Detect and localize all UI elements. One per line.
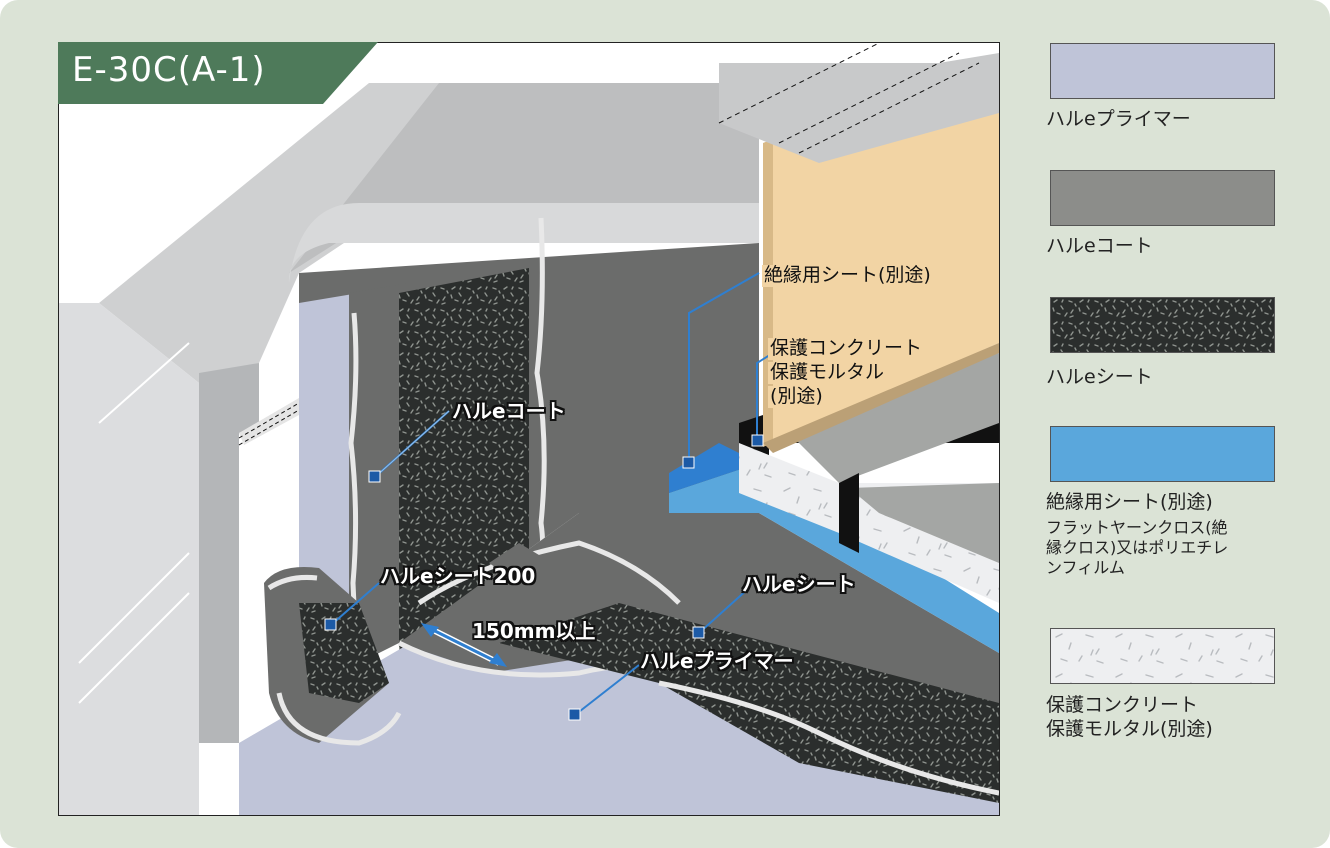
concrete-swatch	[1050, 628, 1275, 684]
marker-protect	[751, 434, 764, 447]
legend-label-concrete-2: 保護モルタル(別途)	[1046, 718, 1213, 740]
waterproofing-diagram	[58, 42, 1000, 816]
title-tab	[58, 42, 378, 104]
legend-note-line: フラットヤーンクロス(絶	[1046, 518, 1228, 537]
legend-note-line: 縁クロス)又はポリエチレ	[1046, 538, 1229, 557]
marker-sheet	[692, 626, 705, 639]
marker-insulation	[682, 456, 695, 469]
callout-sheet200: ハルeシート200	[380, 564, 536, 588]
primer-swatch	[1050, 43, 1275, 99]
callout-coat: ハルeコート	[452, 399, 566, 423]
insulation-swatch	[1050, 426, 1275, 482]
callout-protect-line3: (別途)	[768, 385, 825, 408]
legend-note-line: ンフィルム	[1046, 558, 1125, 577]
sheet-swatch	[1050, 297, 1275, 353]
callout-sheet: ハルeシート	[742, 572, 856, 596]
callout-overlap: 150mm以上	[472, 619, 596, 643]
legend-label-insulation: 絶縁用シート(別途)	[1046, 491, 1213, 513]
legend-label-sheet: ハルeシート	[1046, 366, 1153, 388]
legend-note-insulation: フラットヤーンクロス(絶 縁クロス)又はポリエチレ ンフィルム	[1046, 518, 1286, 578]
isometric-illustration	[59, 43, 999, 815]
diagram-title: E-30C(A-1)	[72, 50, 266, 90]
callout-protect-line1: 保護コンクリート	[768, 337, 925, 360]
legend-label-primer: ハルeプライマー	[1046, 108, 1191, 130]
callout-insulation: 絶縁用シート(別途)	[762, 264, 933, 287]
marker-sheet200	[324, 618, 337, 631]
coat-swatch	[1050, 170, 1275, 226]
marker-coat	[368, 470, 381, 483]
callout-protect-line2: 保護モルタル	[768, 361, 887, 384]
legend-label-coat: ハルeコート	[1046, 235, 1153, 257]
marker-primer	[568, 708, 581, 721]
callout-primer: ハルeプライマー	[640, 649, 794, 673]
legend-label-concrete-1: 保護コンクリート	[1046, 694, 1199, 716]
